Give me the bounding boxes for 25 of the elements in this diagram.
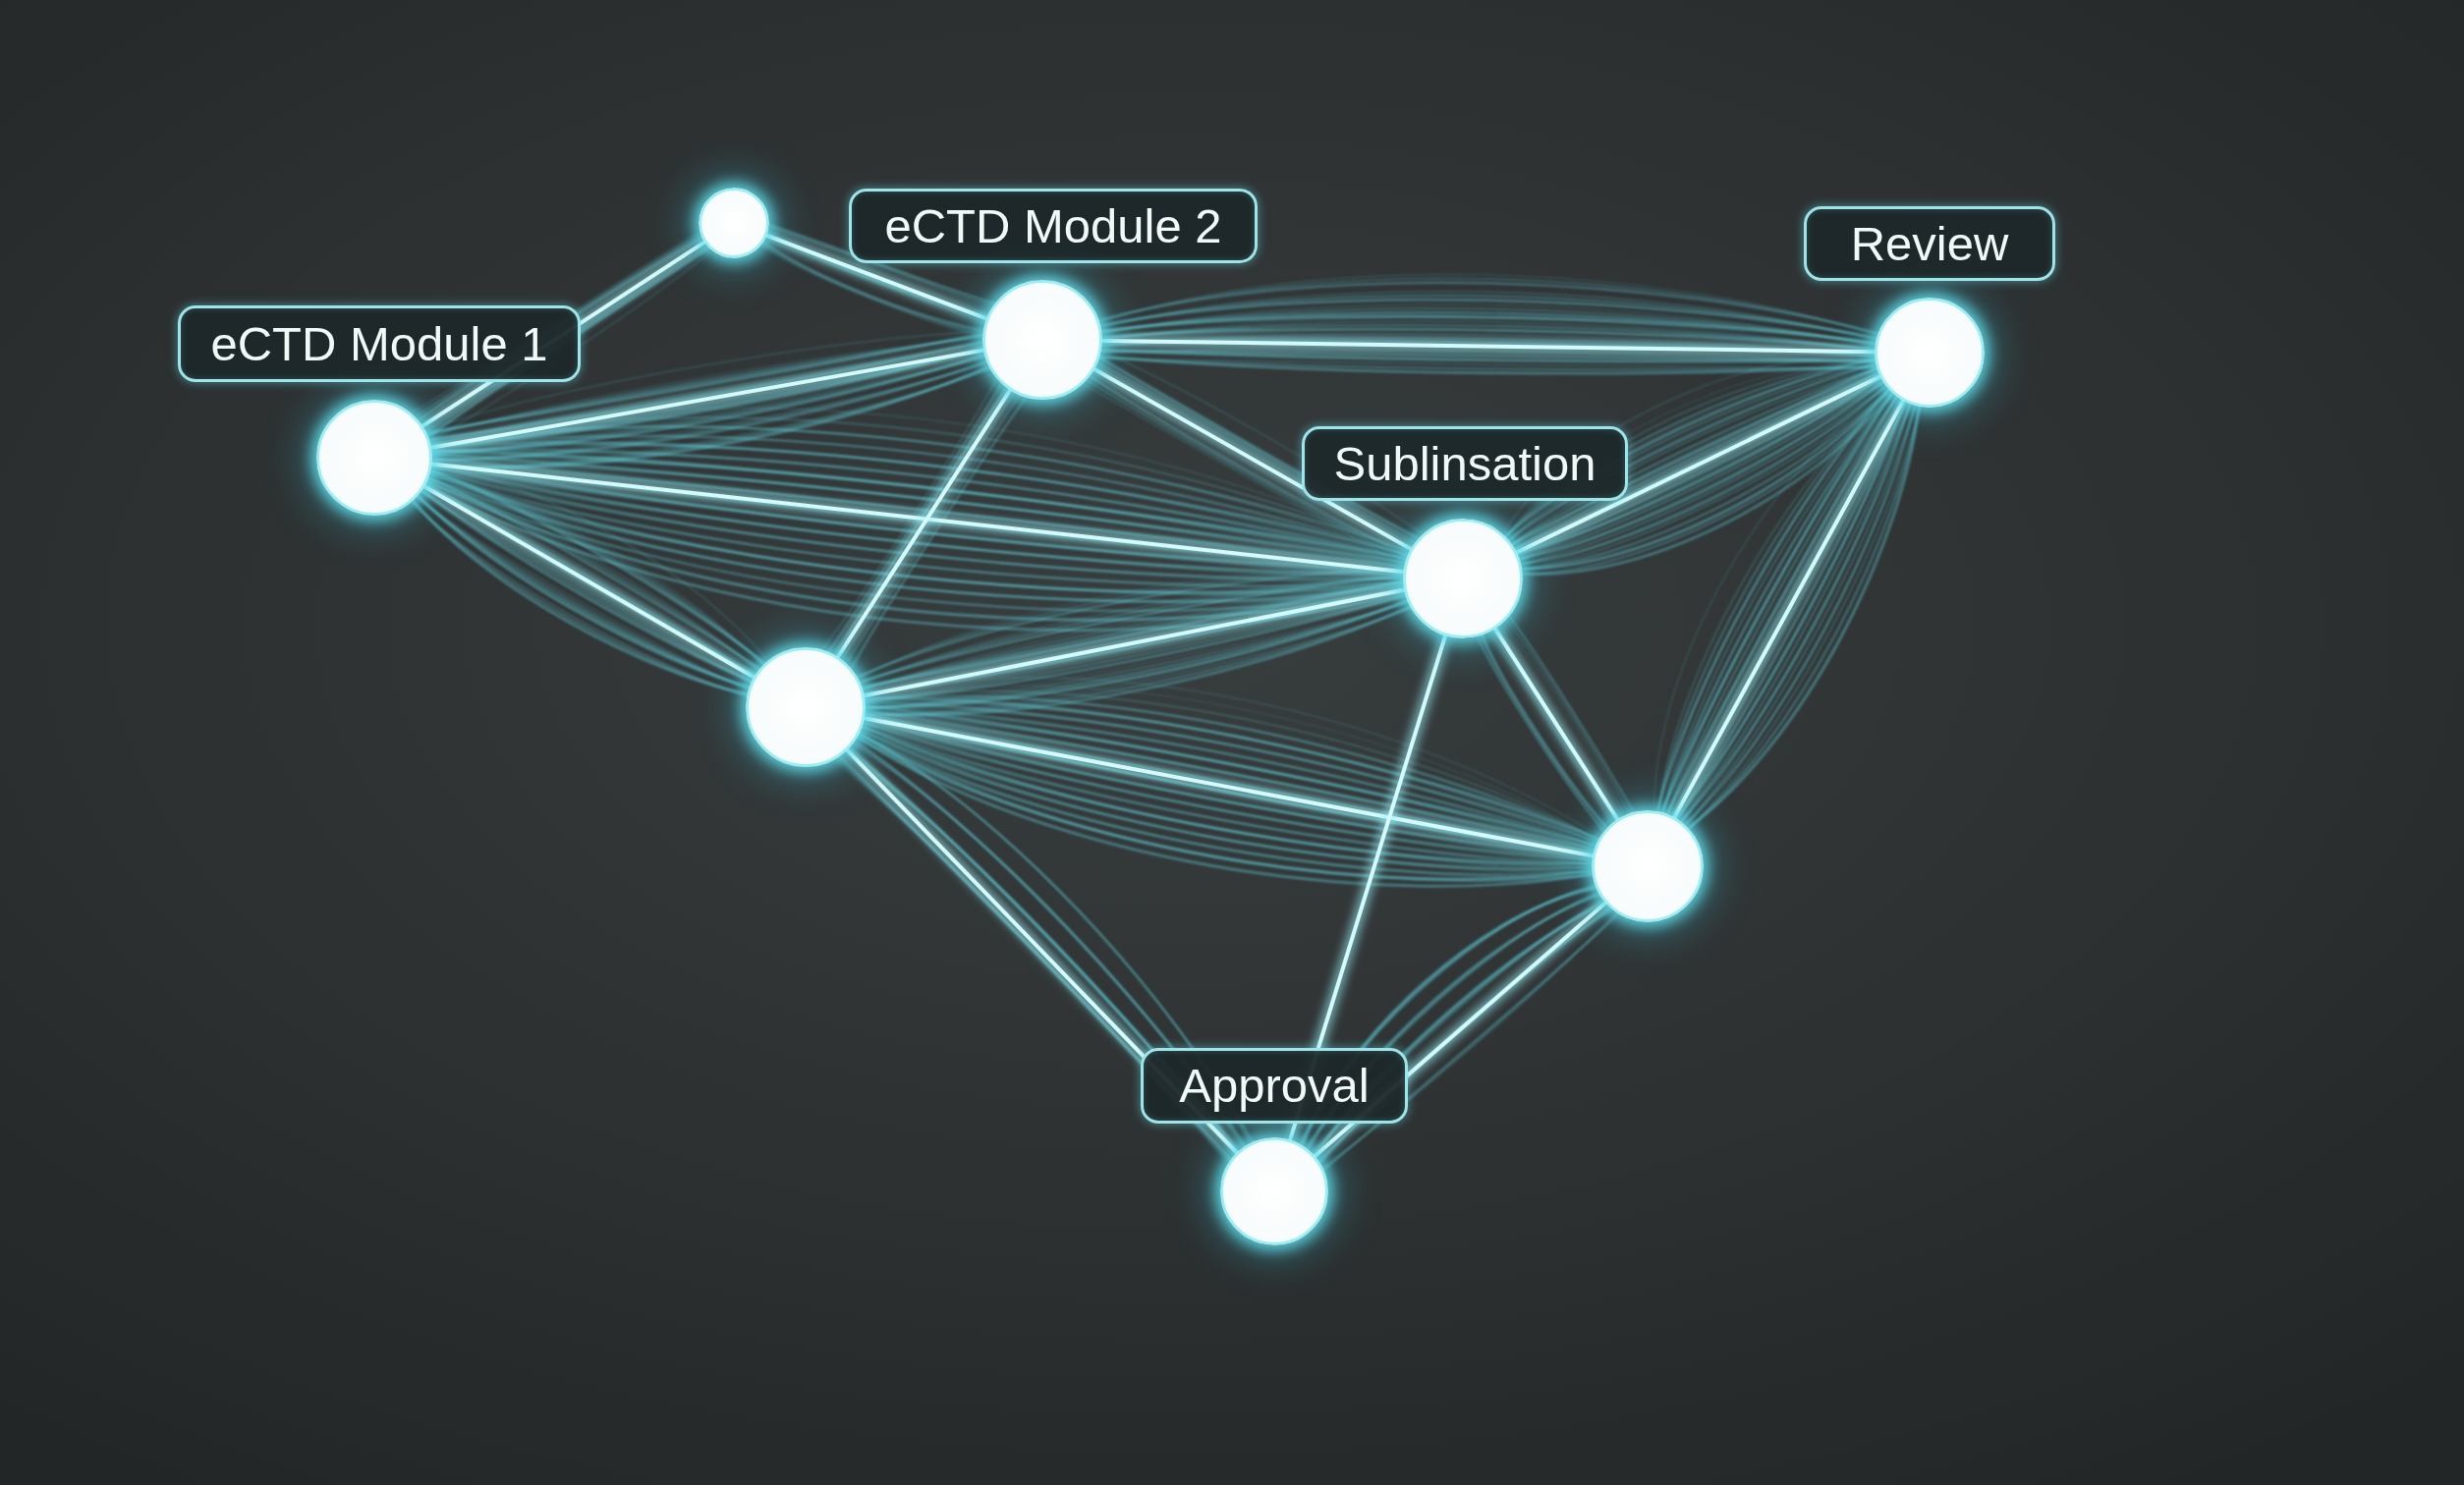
connector-line	[1492, 627, 1620, 821]
connector-line	[764, 233, 988, 321]
network-node	[699, 188, 769, 258]
connector-line	[422, 484, 756, 680]
connector-line	[862, 716, 1595, 858]
connector-line	[1672, 399, 1906, 819]
network-node	[316, 400, 432, 516]
node-label: Sublinsation	[1302, 426, 1628, 501]
node-label: eCTD Module 1	[178, 305, 581, 382]
network-node	[746, 647, 866, 767]
node-label: eCTD Module 2	[849, 189, 1258, 263]
connector-line	[1100, 338, 1876, 355]
node-label: Review	[1804, 206, 2055, 281]
connector-line	[836, 388, 1012, 659]
connector-line	[1514, 374, 1882, 555]
network-node	[1592, 810, 1704, 922]
network-node	[1403, 519, 1523, 638]
connector-line	[862, 587, 1407, 698]
connector-line	[429, 348, 985, 450]
node-label: Approval	[1141, 1047, 1408, 1124]
connector-line	[429, 462, 1406, 575]
network-node	[1875, 298, 1985, 408]
connector-line	[1092, 367, 1413, 551]
network-node	[982, 280, 1102, 400]
network-node	[1220, 1137, 1328, 1245]
